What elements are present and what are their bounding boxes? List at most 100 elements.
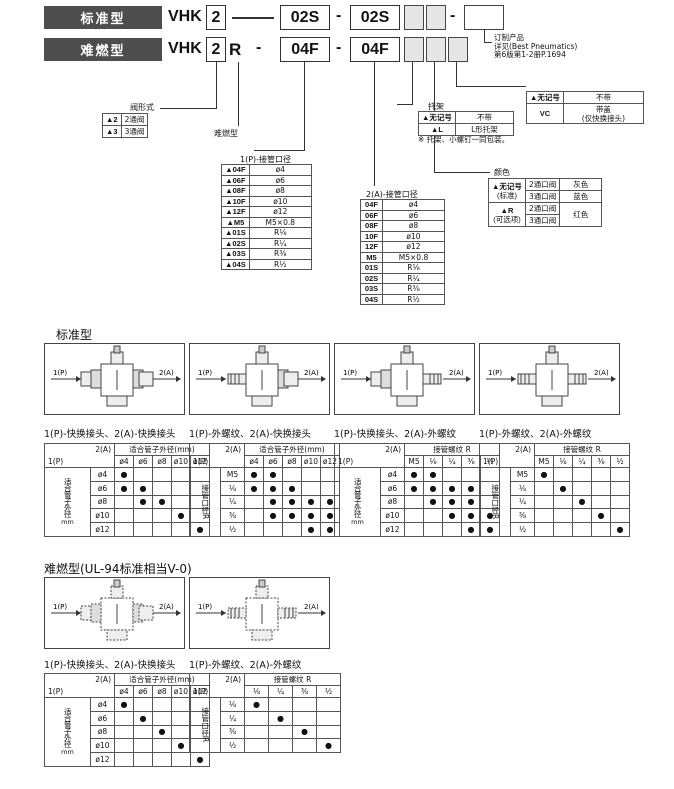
- compat-dot: [461, 494, 481, 510]
- caption-std-1: 1(P)-快换接头、2(A)-快换接头: [44, 429, 176, 440]
- col-header: M5: [404, 455, 424, 468]
- col-header: ⅜: [292, 685, 317, 698]
- matrix-std-2: 2(A)适合管子外径(mm)1(P)ø4ø6ø8ø10ø12接管口径RM5⅛¼⅜…: [189, 443, 340, 537]
- row-header: ¼: [510, 494, 535, 510]
- col-header: ø4: [114, 685, 134, 698]
- corner-bottom: 1(P): [479, 455, 535, 468]
- row-header: ø10: [380, 508, 405, 524]
- row-header: ø4: [380, 467, 405, 482]
- svg-text:2(A): 2(A): [159, 603, 174, 611]
- port1-title: 1(P)-接管口径: [240, 155, 292, 164]
- row2-sep2: -: [336, 39, 342, 56]
- port2-title: 2(A)-接管口径: [366, 190, 418, 199]
- corner-bottom: 1(P): [44, 685, 115, 698]
- corner-top: 2(A): [189, 673, 245, 686]
- compat-dot: [442, 494, 462, 510]
- row-header: ø6: [380, 480, 405, 496]
- svg-text:1(P): 1(P): [53, 603, 67, 611]
- model-r: R: [229, 40, 242, 59]
- row-group-label: 接管口径R: [189, 467, 221, 537]
- option-box-row2-b: [426, 37, 446, 62]
- svg-text:1(P): 1(P): [488, 369, 502, 377]
- compat-dot: [423, 494, 443, 510]
- caption-std-3: 1(P)-快换接头、2(A)-外螺纹: [334, 429, 456, 440]
- corner-top: 2(A): [44, 673, 115, 686]
- diagram-std-3: 1(P) 2(A): [334, 343, 475, 415]
- row-header: ø4: [90, 467, 115, 482]
- row-group-label: 接管口径R: [189, 696, 221, 754]
- compat-dot: [301, 494, 321, 510]
- col-header: ø6: [133, 455, 153, 468]
- row-header: ø10: [90, 508, 115, 524]
- row-header: ½: [220, 522, 245, 537]
- svg-text:2(A): 2(A): [304, 369, 319, 377]
- corner-top: 2(A): [479, 443, 535, 456]
- table-row: ¼: [480, 494, 630, 510]
- compat-dot: [461, 522, 481, 537]
- col-header: ø4: [244, 455, 264, 468]
- row-group-label: 接管口径R: [479, 467, 511, 537]
- corner-bottom: 1(P): [44, 455, 115, 468]
- svg-text:2(A): 2(A): [304, 603, 319, 611]
- table-row: ø12: [45, 752, 210, 767]
- compat-dot: [263, 508, 283, 524]
- caption-fr-2: 1(P)-外螺纹、2(A)-外螺纹: [189, 660, 302, 671]
- col-header: ø8: [152, 455, 172, 468]
- row-header: ø8: [90, 494, 115, 510]
- svg-text:2(A): 2(A): [594, 369, 609, 377]
- corner-top: 2(A): [44, 443, 115, 456]
- compat-dot: [114, 467, 134, 482]
- row-header: ½: [220, 738, 245, 754]
- compat-dot: [316, 738, 341, 754]
- row-header: ⅛: [510, 480, 535, 496]
- col-header: ⅜: [591, 455, 611, 468]
- row-header: ø4: [90, 697, 115, 712]
- table-row: ⅜: [190, 724, 341, 740]
- table-row: ⅜: [480, 508, 630, 524]
- standard-section-title: 标准型: [56, 328, 93, 342]
- port1-code-row2: 04F: [280, 37, 330, 62]
- row-header: ø12: [380, 522, 405, 537]
- compat-dot: [263, 467, 283, 482]
- diagram-fr-1: 1(P) 2(A): [44, 577, 185, 649]
- color-table: ▲无记号(标准) 2通口阀灰色 3通口阀蓝色 ▲R(可选项) 2通口阀红色 3通…: [488, 178, 603, 227]
- bracket-title: 托架: [428, 102, 444, 111]
- port2-code-row2: 04F: [350, 37, 400, 62]
- compat-dot: [301, 522, 321, 537]
- col-header: ø8: [282, 455, 302, 468]
- compat-dot: [171, 738, 191, 754]
- compat-dot: [404, 480, 424, 496]
- row-header: ø8: [380, 494, 405, 510]
- row-header: ø12: [90, 522, 115, 537]
- custom-box-row1: [464, 5, 504, 30]
- corner-top: 2(A): [334, 443, 405, 456]
- port1-code-row1: 02S: [280, 5, 330, 30]
- svg-text:1(P): 1(P): [343, 369, 357, 377]
- compat-dot: [282, 494, 302, 510]
- corner-bottom: 1(P): [334, 455, 405, 468]
- compat-dot: [282, 480, 302, 496]
- compat-dot: [244, 697, 269, 712]
- table-row: ø8: [335, 494, 500, 510]
- col-group-header: 接管螺纹 R: [244, 673, 341, 686]
- caption-std-2: 1(P)-外螺纹、2(A)-快换接头: [189, 429, 311, 440]
- row-header: ⅛: [220, 697, 245, 712]
- valve-code-row2: 2: [206, 37, 226, 62]
- custom-order-note: 订制产品 详见(Best Pneumatics) 第6版第1-2册P.1694: [494, 33, 578, 60]
- col-group-header: 适合管子外径(mm): [244, 443, 340, 456]
- row2-sep1: -: [256, 39, 262, 56]
- col-group-header: 接管螺纹 R: [534, 443, 630, 456]
- bracket-note: ※ 托架、小螺钉一同包装。: [418, 135, 510, 144]
- matrix-std-3: 2(A)接管螺纹 R1(P)M5⅛¼⅜½适合管子外径mmø4ø6ø8ø10ø12: [334, 443, 500, 537]
- compat-dot: [190, 752, 210, 767]
- diagram-std-1: 1(P) 2(A): [44, 343, 185, 415]
